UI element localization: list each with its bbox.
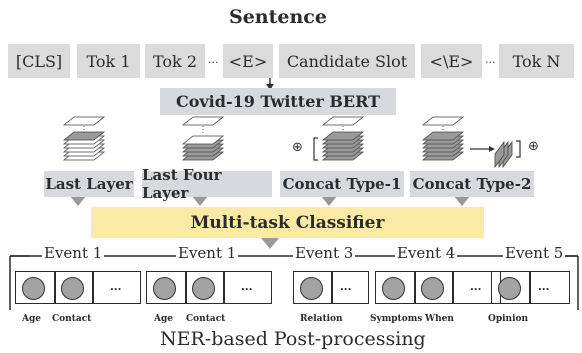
event-title: Event 1 — [42, 244, 105, 262]
concat-plus-icon: ⊕ — [528, 139, 539, 154]
role-label: Contact — [52, 314, 92, 324]
footer-title: NER-based Post-processing — [160, 328, 426, 350]
token-ellipsis: ··· — [208, 56, 219, 69]
event-3-slots: ... — [293, 271, 369, 304]
event-title: Event 3 — [293, 244, 356, 262]
token-n: Tok N — [499, 44, 574, 78]
role-label: Age — [22, 314, 42, 324]
event-title: Event 1 — [176, 244, 239, 262]
slot-circle — [153, 277, 176, 300]
event-1b-slots: ... — [146, 271, 272, 304]
event-5-slots: ... — [491, 271, 570, 304]
slot-circle — [22, 277, 45, 300]
slot-more: ... — [110, 282, 122, 293]
token-cls: [CLS] — [8, 44, 70, 78]
event-4-slots: ... — [375, 271, 501, 304]
slot-circle — [300, 277, 323, 300]
event-1-slots: ... — [15, 271, 141, 304]
token-entity-end: <\E> — [421, 44, 482, 78]
layer-stack-concat-1 — [321, 116, 365, 161]
slot-more: ... — [538, 282, 550, 293]
role-label: Symptoms — [370, 314, 423, 324]
slot-more: ... — [241, 282, 253, 293]
strategy-last-layer: Last Layer — [44, 171, 134, 197]
strategy-last-four-layer: Last Four Layer — [142, 166, 272, 202]
slot-circle — [421, 277, 444, 300]
slot-more: ... — [340, 282, 352, 293]
concat-plus-icon: ⊕ — [292, 140, 303, 155]
slot-more: ... — [470, 282, 482, 293]
strategy-concat-type-1: Concat Type-1 — [280, 171, 404, 197]
token-ellipsis: ··· — [485, 56, 496, 69]
slot-circle — [498, 277, 521, 300]
encoder-box: Covid-19 Twitter BERT — [160, 88, 396, 115]
layer-stack-last-layer — [62, 116, 106, 161]
token-candidate-slot: Candidate Slot — [279, 44, 415, 78]
layer-stack-concat-2-output — [494, 140, 513, 169]
token-2: Tok 2 — [145, 44, 205, 78]
event-title: Event 4 — [395, 244, 458, 262]
role-label: When — [425, 314, 454, 324]
role-label: Age — [154, 314, 174, 324]
role-label: Relation — [300, 314, 343, 324]
event-title: Event 5 — [503, 244, 566, 262]
role-label: Contact — [186, 314, 226, 324]
layer-stack-last-four — [181, 116, 225, 161]
diagram-title: Sentence — [229, 6, 327, 28]
multi-task-classifier: Multi-task Classifier — [91, 207, 484, 238]
token-entity-start: <E> — [223, 44, 273, 78]
role-label: Opinion — [488, 314, 529, 324]
strategy-concat-type-2: Concat Type-2 — [410, 171, 534, 197]
slot-circle — [382, 277, 405, 300]
token-1: Tok 1 — [77, 44, 140, 78]
layer-stack-concat-2 — [421, 116, 465, 161]
slot-circle — [192, 277, 215, 300]
slot-circle — [61, 277, 84, 300]
